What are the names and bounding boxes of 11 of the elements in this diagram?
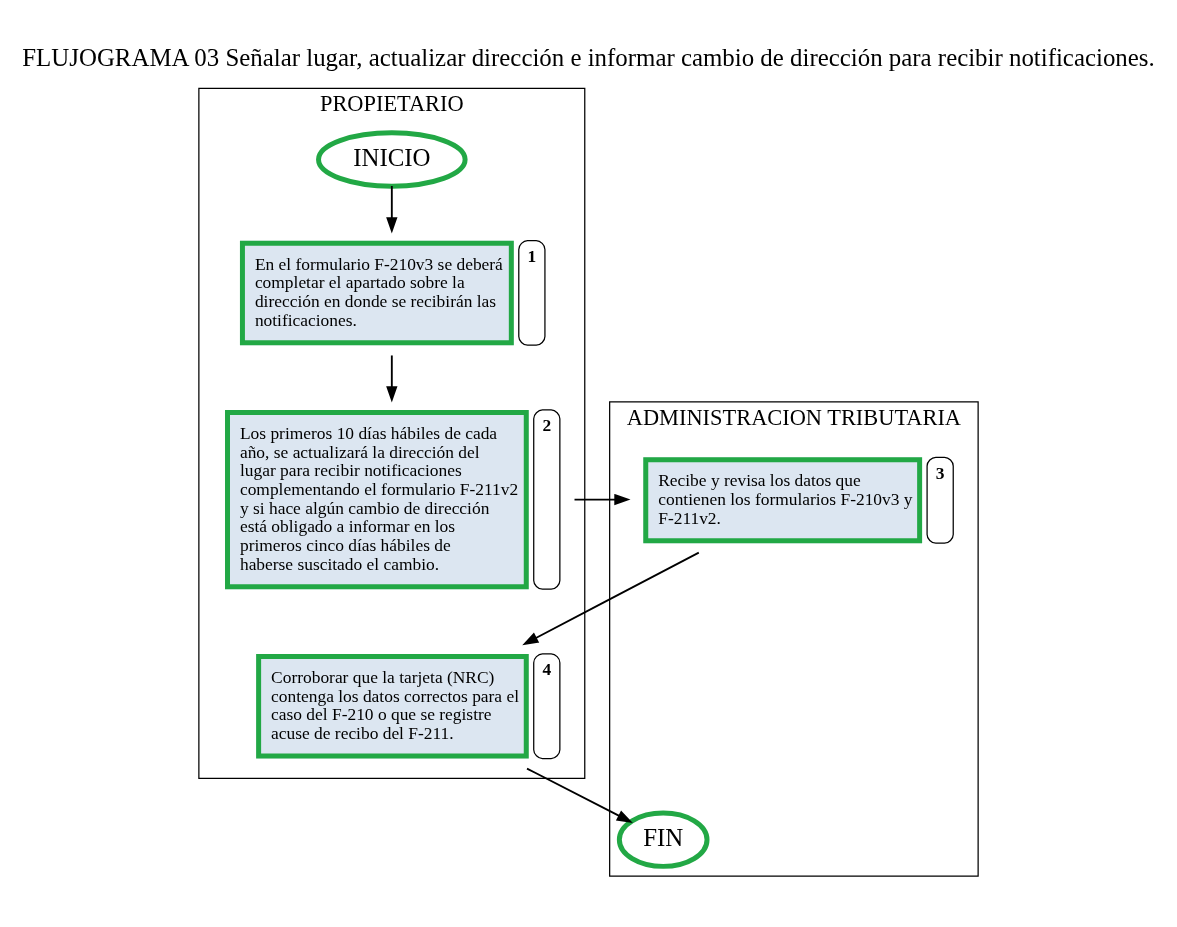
node-ellipse: INICIO: [316, 130, 468, 189]
node-label: 2: [542, 415, 552, 436]
node-label: 1: [527, 246, 537, 267]
arrow: [386, 185, 398, 234]
node-label: 4: [542, 659, 552, 680]
arrow: [573, 493, 631, 506]
arrow: [522, 551, 700, 646]
arrow: [386, 354, 398, 403]
arrow: [526, 767, 633, 823]
node-label: 3: [935, 462, 945, 483]
diagram-title: FLUJOGRAMA 03 Señalar lugar, actualizar dirección e informar cambio de dirección para recibir notificaciones.: [22, 43, 1155, 71]
